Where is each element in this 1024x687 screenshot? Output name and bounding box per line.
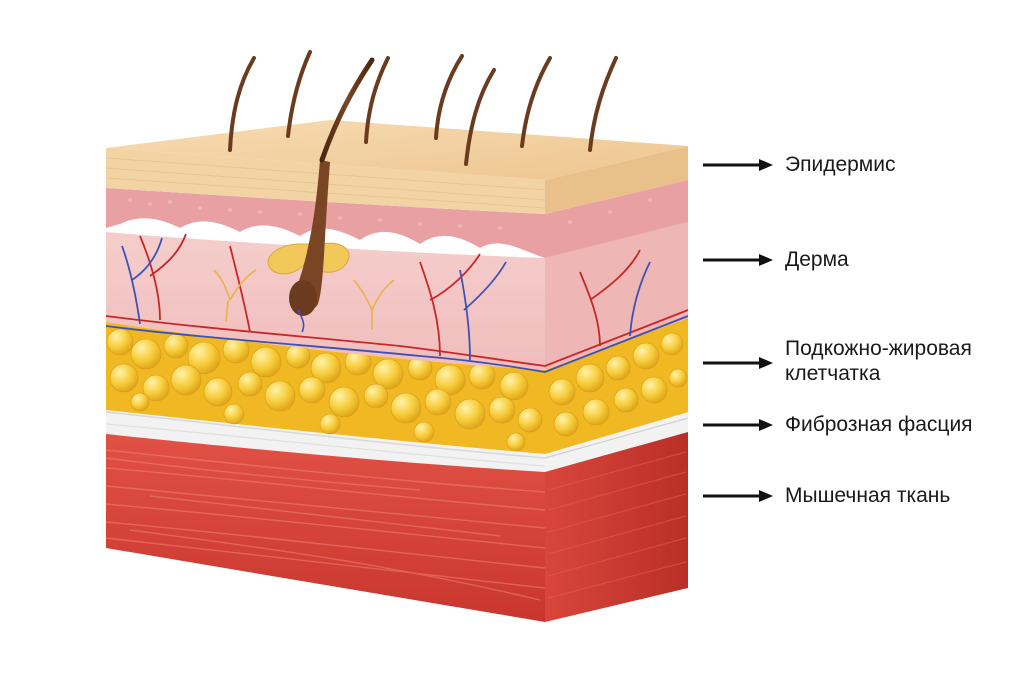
dermis-layer [105, 180, 689, 373]
label-dermis-text: Дерма [785, 248, 849, 271]
label-dermis: Дерма [703, 247, 849, 272]
arrow-right-icon [703, 158, 773, 171]
label-subcutaneous-fat: Подкожно-жировая клетчатка [703, 336, 972, 386]
skin-cross-section-illustration [105, 50, 689, 622]
arrow-right-icon [703, 253, 773, 266]
arrow-right-icon [703, 489, 773, 502]
label-muscle: Мышечная ткань [703, 483, 950, 508]
label-muscle-text: Мышечная ткань [785, 484, 951, 507]
hair-follicle [289, 57, 375, 333]
label-epidermis-text: Эпидермис [785, 153, 896, 176]
surface-hairs [228, 50, 618, 166]
label-epidermis: Эпидермис [703, 152, 895, 177]
arrow-right-icon [703, 418, 773, 431]
muscle-layer [105, 430, 688, 622]
label-fascia-text: Фиброзная фасция [785, 413, 973, 436]
arrow-right-icon [703, 357, 773, 369]
label-fascia: Фиброзная фасция [703, 412, 973, 437]
label-subcutaneous-fat-text: Подкожно-жировая клетчатка [785, 337, 972, 385]
subcutaneous-fat-layer [106, 318, 688, 454]
